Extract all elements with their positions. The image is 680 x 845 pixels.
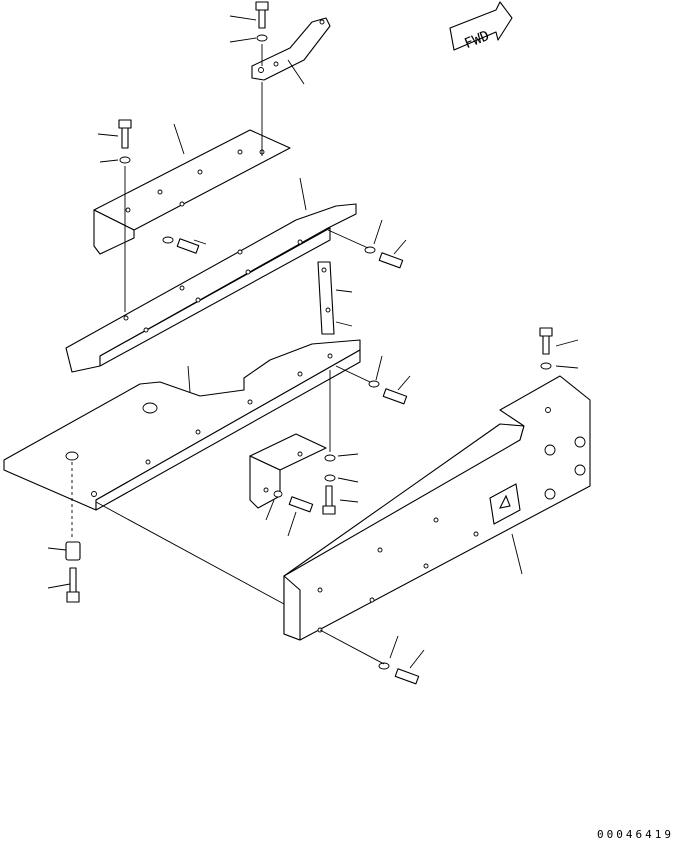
- floor-plate: [3, 339, 361, 511]
- guard-top-bolt: [539, 327, 553, 370]
- spacer-collar: [65, 541, 81, 561]
- document-number: 00046419: [597, 828, 674, 841]
- lower-bolt: [66, 567, 80, 603]
- side-guard: [283, 375, 591, 641]
- guard-bottom-bolt: [378, 662, 420, 685]
- upper-angle-bracket: [93, 129, 291, 255]
- mounting-rail: [65, 203, 357, 373]
- vertical-clip: [317, 261, 335, 335]
- top-bolt: [255, 1, 269, 42]
- fwd-arrow-icon: FWD: [449, 1, 513, 52]
- small-bracket: [249, 433, 327, 509]
- bracket-bolt-left: [118, 119, 132, 164]
- small-bracket-hardware: [273, 454, 336, 515]
- rail-bolt-washer: [162, 236, 404, 269]
- floor-bolt-washer: [368, 380, 408, 405]
- top-link-bracket: [251, 17, 331, 81]
- warning-label-icon: [489, 483, 521, 525]
